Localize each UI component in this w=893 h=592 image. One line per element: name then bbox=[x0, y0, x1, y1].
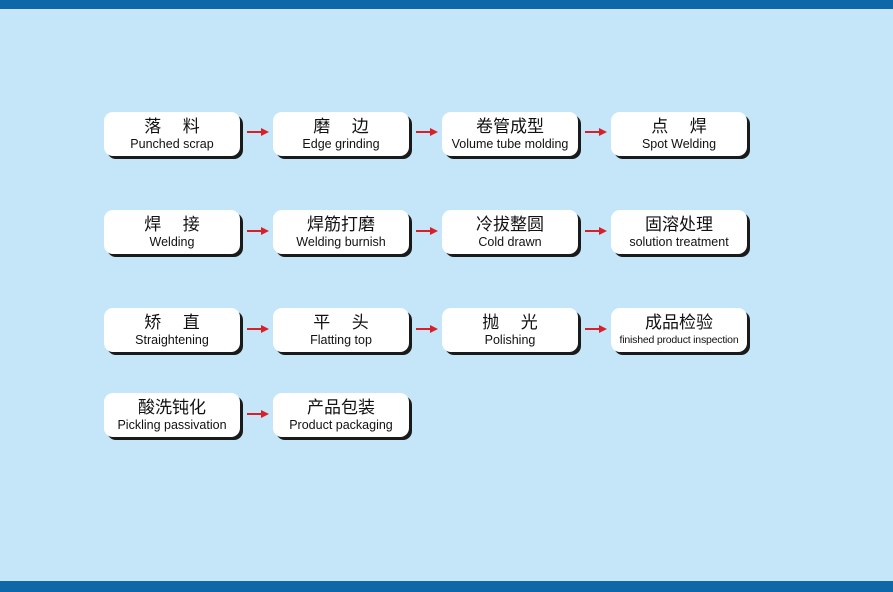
step-en-label: Welding bbox=[149, 234, 195, 249]
step-en-label: Flatting top bbox=[310, 332, 372, 347]
step-pickling-passivation: 酸洗钝化 Pickling passivation bbox=[104, 393, 240, 437]
step-cn-label: 成品检验 bbox=[645, 312, 713, 333]
right-arrow-icon bbox=[416, 325, 438, 333]
right-arrow-icon bbox=[416, 128, 438, 136]
step-cn-label: 焊 接 bbox=[144, 214, 200, 235]
step-cn-label: 矫 直 bbox=[144, 312, 200, 333]
step-welding: 焊 接 Welding bbox=[104, 210, 240, 254]
right-arrow-icon bbox=[247, 227, 269, 235]
step-en-label: Polishing bbox=[484, 332, 536, 347]
right-arrow-icon bbox=[247, 325, 269, 333]
step-polishing: 抛 光 Polishing bbox=[442, 308, 578, 352]
right-arrow-icon bbox=[416, 227, 438, 235]
right-arrow-icon bbox=[585, 128, 607, 136]
step-en-label: Straightening bbox=[135, 332, 209, 347]
bottom-band bbox=[0, 581, 893, 592]
step-cn-label: 磨 边 bbox=[313, 116, 369, 137]
step-en-label: Product packaging bbox=[289, 417, 393, 432]
step-cn-label: 落 料 bbox=[144, 116, 200, 137]
step-en-label: solution treatment bbox=[629, 234, 729, 249]
step-straightening: 矫 直 Straightening bbox=[104, 308, 240, 352]
step-en-label: Cold drawn bbox=[478, 234, 542, 249]
step-finished-product-inspection: 成品检验 finished product inspection bbox=[611, 308, 747, 352]
step-en-label: Edge grinding bbox=[302, 136, 380, 151]
step-en-label: finished product inspection bbox=[619, 333, 739, 346]
right-arrow-icon bbox=[247, 128, 269, 136]
step-welding-burnish: 焊筋打磨 Welding burnish bbox=[273, 210, 409, 254]
step-cn-label: 点 焊 bbox=[651, 116, 707, 137]
right-arrow-icon bbox=[247, 410, 269, 418]
step-edge-grinding: 磨 边 Edge grinding bbox=[273, 112, 409, 156]
step-solution-treatment: 固溶处理 solution treatment bbox=[611, 210, 747, 254]
step-en-label: Pickling passivation bbox=[117, 417, 227, 432]
step-en-label: Volume tube molding bbox=[451, 136, 569, 151]
step-product-packaging: 产品包装 Product packaging bbox=[273, 393, 409, 437]
right-arrow-icon bbox=[585, 325, 607, 333]
top-band bbox=[0, 0, 893, 9]
step-en-label: Spot Welding bbox=[641, 136, 717, 151]
step-cn-label: 固溶处理 bbox=[645, 214, 713, 235]
step-punched-scrap: 落 料 Punched scrap bbox=[104, 112, 240, 156]
step-volume-tube-molding: 卷管成型 Volume tube molding bbox=[442, 112, 578, 156]
step-cn-label: 产品包装 bbox=[307, 397, 375, 418]
right-arrow-icon bbox=[585, 227, 607, 235]
step-en-label: Punched scrap bbox=[130, 136, 214, 151]
step-cn-label: 平 头 bbox=[313, 312, 369, 333]
step-flatting-top: 平 头 Flatting top bbox=[273, 308, 409, 352]
step-en-label: Welding burnish bbox=[296, 234, 386, 249]
step-spot-welding: 点 焊 Spot Welding bbox=[611, 112, 747, 156]
step-cn-label: 抛 光 bbox=[482, 312, 538, 333]
step-cn-label: 焊筋打磨 bbox=[307, 214, 375, 235]
step-cn-label: 冷拔整圆 bbox=[476, 214, 544, 235]
step-cn-label: 酸洗钝化 bbox=[138, 397, 206, 418]
step-cold-drawn: 冷拔整圆 Cold drawn bbox=[442, 210, 578, 254]
step-cn-label: 卷管成型 bbox=[476, 116, 544, 137]
